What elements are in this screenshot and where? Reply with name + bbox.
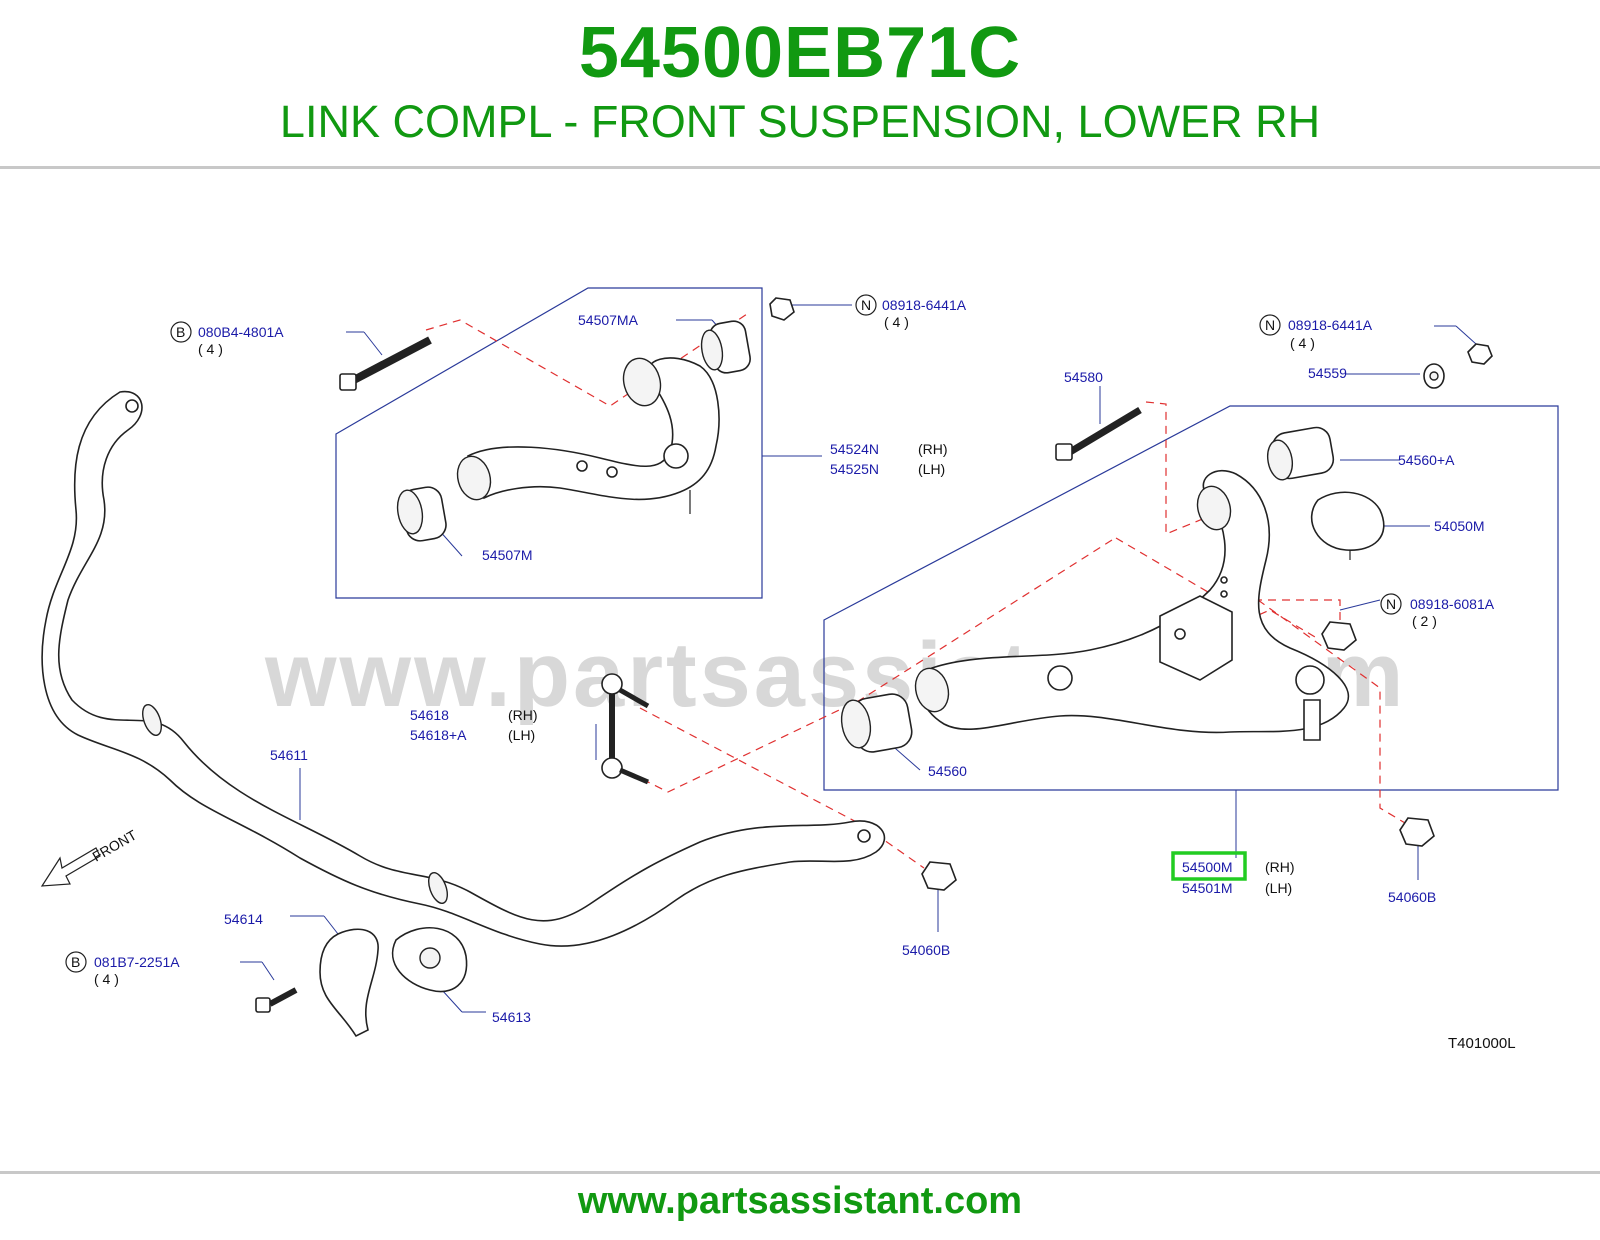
callout-symbol: B [176, 324, 185, 340]
nut-54060b-right [1399, 817, 1435, 847]
header: 54500EB71C LINK COMPL - FRONT SUSPENSION… [0, 0, 1600, 168]
callout-b-080b4[interactable]: B 080B4-4801A ( 4 ) [170, 321, 284, 357]
label-54560a[interactable]: 54560+A [1398, 452, 1455, 468]
bolt-081b7 [255, 987, 298, 1013]
label-54501m[interactable]: 54501M [1182, 880, 1233, 896]
label-54614[interactable]: 54614 [224, 911, 263, 927]
label-rh-54618: (RH) [508, 707, 538, 723]
nut-top-upper [769, 297, 795, 321]
callout-symbol: N [1386, 596, 1396, 612]
diagram-code: T401000L [1448, 1035, 1516, 1052]
bushing-54507ma [700, 320, 751, 374]
footer-url[interactable]: www.partsassistant.com [577, 1180, 1023, 1222]
callout-symbol: N [861, 297, 871, 313]
callout-code: 08918-6441A [1288, 317, 1373, 333]
label-54500m[interactable]: 54500M [1182, 859, 1233, 875]
label-lh-54618a: (LH) [508, 727, 535, 743]
callout-n-08918-right[interactable]: N 08918-6441A ( 4 ) [1259, 314, 1373, 351]
callout-symbol: B [71, 954, 80, 970]
label-54525n[interactable]: 54525N [830, 461, 879, 477]
bushing-54613 [391, 927, 468, 993]
callout-code: 08918-6441A [882, 297, 967, 313]
washer-54559 [1423, 363, 1445, 389]
lower-arm-box [823, 405, 1559, 791]
ball-joint-boot-54050m [1310, 491, 1385, 560]
footer-divider [0, 1171, 1600, 1174]
callout-symbol: N [1265, 317, 1275, 333]
bracket-54614 [319, 928, 379, 1038]
label-54060b-mid[interactable]: 54060B [902, 942, 950, 958]
stabilizer-link-54618 [601, 673, 650, 785]
label-54613[interactable]: 54613 [492, 1009, 531, 1025]
label-54524n[interactable]: 54524N [830, 441, 879, 457]
part-name-subtitle: LINK COMPL - FRONT SUSPENSION, LOWER RH [279, 96, 1321, 147]
label-54560[interactable]: 54560 [928, 763, 967, 779]
callout-qty: ( 2 ) [1412, 613, 1437, 629]
label-rh-54500m: (RH) [1265, 859, 1295, 875]
upper-arm-box [335, 287, 763, 599]
label-54580[interactable]: 54580 [1064, 369, 1103, 385]
callout-code: 081B7-2251A [94, 954, 180, 970]
stabilizer-bar [41, 390, 886, 947]
bolt-080b4 [339, 336, 432, 391]
bolt-54580 [1055, 406, 1142, 461]
callout-code: 08918-6081A [1410, 596, 1495, 612]
selected-part-highlight [1171, 851, 1247, 881]
callout-qty: ( 4 ) [198, 341, 223, 357]
label-rh-54524n: (RH) [918, 441, 948, 457]
callout-code: 080B4-4801A [198, 324, 284, 340]
callout-n-08918-6081[interactable]: N 08918-6081A ( 2 ) [1380, 593, 1495, 629]
label-54618[interactable]: 54618 [410, 707, 449, 723]
label-54618a[interactable]: 54618+A [410, 727, 467, 743]
callout-n-08918-top[interactable]: N 08918-6441A ( 4 ) [855, 294, 967, 330]
upper-control-arm [456, 357, 720, 514]
bushing-54507m [396, 486, 447, 542]
label-54060b-right[interactable]: 54060B [1388, 889, 1436, 905]
label-54611[interactable]: 54611 [270, 747, 308, 763]
label-54507m[interactable]: 54507M [482, 547, 533, 563]
header-divider [0, 166, 1600, 169]
front-label: FRONT [90, 826, 140, 864]
bushing-54560a [1266, 426, 1335, 481]
callout-qty: ( 4 ) [1290, 335, 1315, 351]
label-lh-54525n: (LH) [918, 461, 945, 477]
label-54050m[interactable]: 54050M [1434, 518, 1485, 534]
label-54559[interactable]: 54559 [1308, 365, 1347, 381]
alignment-lines [425, 311, 1411, 869]
nut-54060b-mid [921, 861, 957, 891]
label-lh-54501m: (LH) [1265, 880, 1292, 896]
lower-control-arm [914, 469, 1350, 741]
callout-b-081b7[interactable]: B 081B7-2251A ( 4 ) [65, 951, 180, 987]
callout-qty: ( 4 ) [884, 314, 909, 330]
front-direction-arrow: FRONT [40, 826, 140, 887]
callout-qty: ( 4 ) [94, 971, 119, 987]
label-54507ma[interactable]: 54507MA [578, 312, 639, 328]
bushing-54560 [840, 693, 913, 753]
nut-08918-6081 [1321, 621, 1357, 651]
nut-top-right [1467, 343, 1493, 365]
part-number-title: 54500EB71C [578, 13, 1022, 93]
